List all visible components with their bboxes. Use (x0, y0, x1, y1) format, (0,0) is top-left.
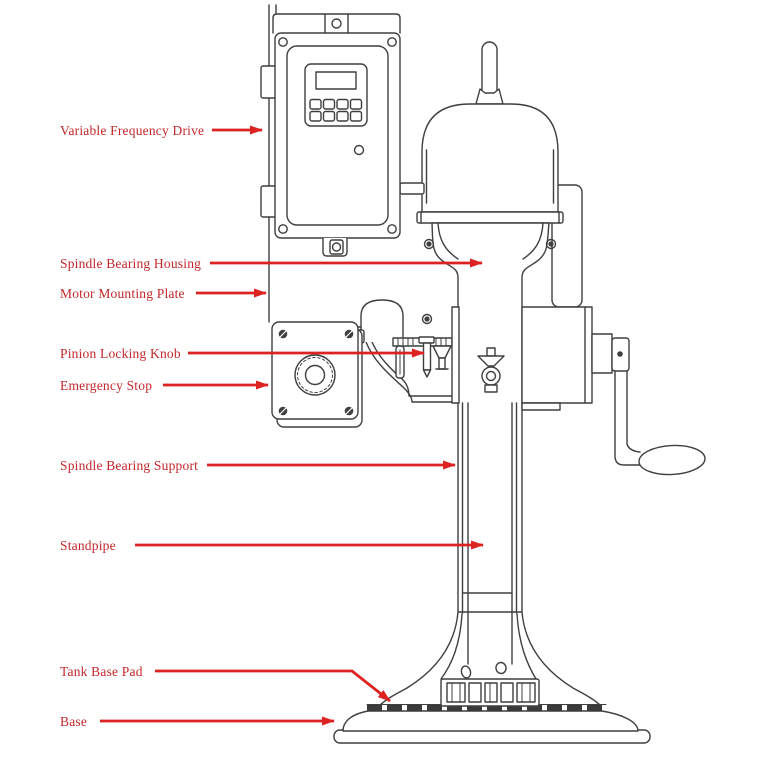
vfd-drawing (260, 13, 401, 257)
crank-handle-drawing (521, 306, 706, 476)
label-base: Base (60, 714, 88, 729)
screw-icon (344, 406, 354, 416)
motor-dome-drawing (399, 41, 564, 224)
base-drawing (333, 710, 651, 744)
arrow-tank-base-pad (155, 669, 391, 703)
label-motor-mounting-plate: Motor Mounting Plate (60, 286, 185, 301)
label-standpipe: Standpipe (60, 538, 116, 553)
label-spindle-bearing-support: Spindle Bearing Support (60, 458, 199, 473)
spindle-bearing-support-drawing (365, 341, 459, 403)
standpipe-drawing (461, 402, 518, 665)
label-spindle-bearing-housing: Spindle Bearing Housing (60, 256, 202, 271)
label-tank-base-pad: Tank Base Pad (60, 664, 143, 679)
screw-icon (278, 329, 288, 339)
label-emergency-stop: Emergency Stop (60, 378, 153, 393)
mounting-plate-drawing (268, 4, 277, 323)
label-variable-frequency-drive: Variable Frequency Drive (60, 123, 205, 138)
label-pinion-locking-knob: Pinion Locking Knob (60, 346, 181, 361)
screw-icon (344, 329, 354, 339)
standpipe-flare-drawing (378, 611, 602, 707)
screw-icon (278, 406, 288, 416)
